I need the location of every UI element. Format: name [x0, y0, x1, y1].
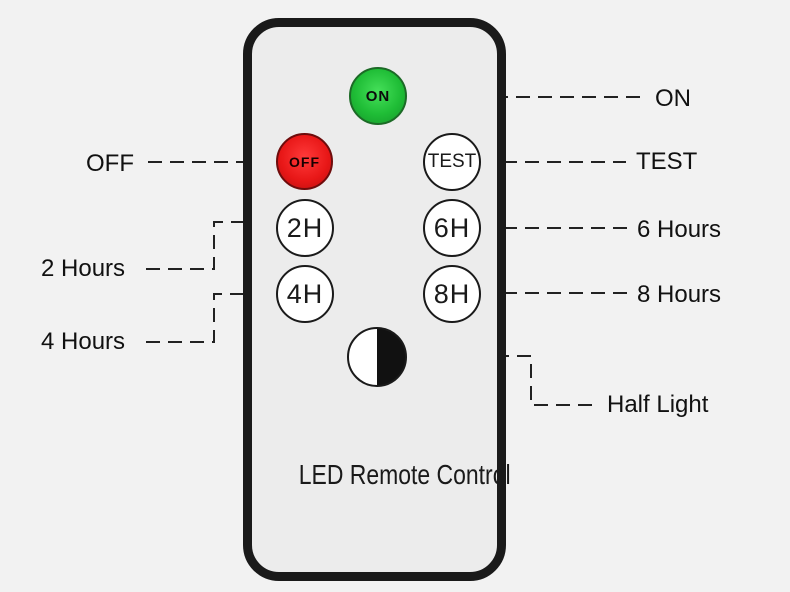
test-button-label: TEST [427, 151, 477, 172]
8h-button-label: 8H [433, 278, 471, 309]
2h-button[interactable]: 2H [276, 199, 334, 257]
on-button[interactable]: ON [349, 67, 407, 125]
brand-label: LED Remote Control [298, 459, 511, 490]
6h-button[interactable]: 6H [423, 199, 481, 257]
callout-off: OFF [86, 150, 134, 177]
remote-control: ON OFF TEST 2H 6H 4H 8H LED Remote Contr… [243, 18, 511, 581]
callout-on: ON [655, 85, 691, 112]
4h-button-label: 4H [286, 278, 324, 309]
8h-button[interactable]: 8H [423, 265, 481, 323]
6h-button-label: 6H [433, 212, 471, 243]
callout-2h: 2 Hours [41, 255, 126, 282]
test-button[interactable]: TEST [423, 133, 481, 191]
off-button[interactable]: OFF [276, 133, 333, 190]
half-light-button[interactable] [347, 327, 407, 387]
callout-6h: 6 Hours [637, 216, 722, 243]
callout-4h: 4 Hours [41, 328, 126, 355]
4h-button[interactable]: 4H [276, 265, 334, 323]
callout-half-light: Half Light [607, 391, 709, 418]
off-button-label: OFF [289, 153, 320, 170]
on-button-label: ON [365, 87, 391, 105]
2h-button-label: 2H [286, 212, 324, 243]
callout-test: TEST [636, 148, 698, 175]
callout-8h: 8 Hours [637, 281, 722, 308]
